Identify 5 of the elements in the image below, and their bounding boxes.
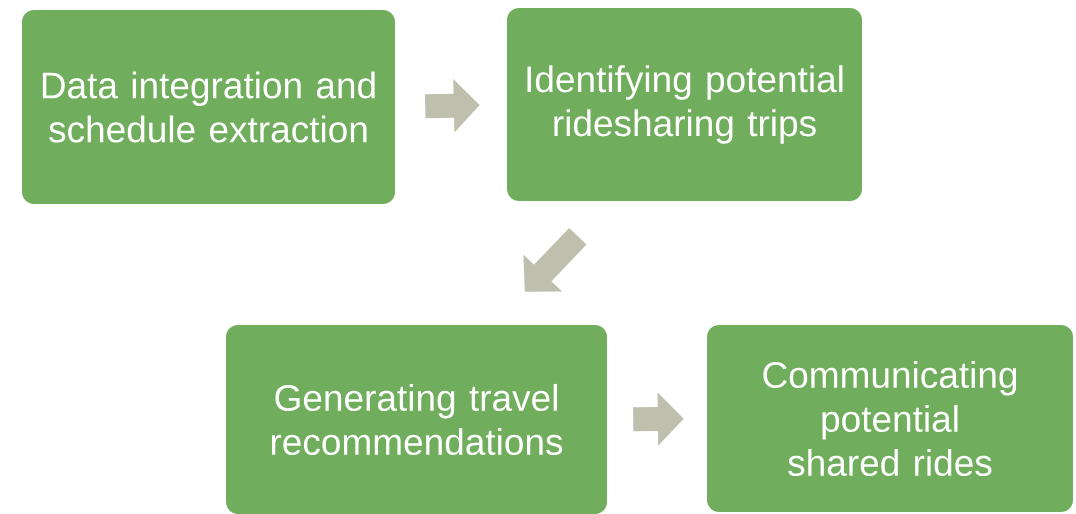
process-box: Identifying potential ridesharing trips [507,8,862,201]
process-box: Data integration and schedule extraction [22,10,395,204]
process-box: Generating travel recommendations [226,325,607,514]
process-box: Communicating potential shared rides [707,325,1073,512]
block-arrow [523,227,587,292]
